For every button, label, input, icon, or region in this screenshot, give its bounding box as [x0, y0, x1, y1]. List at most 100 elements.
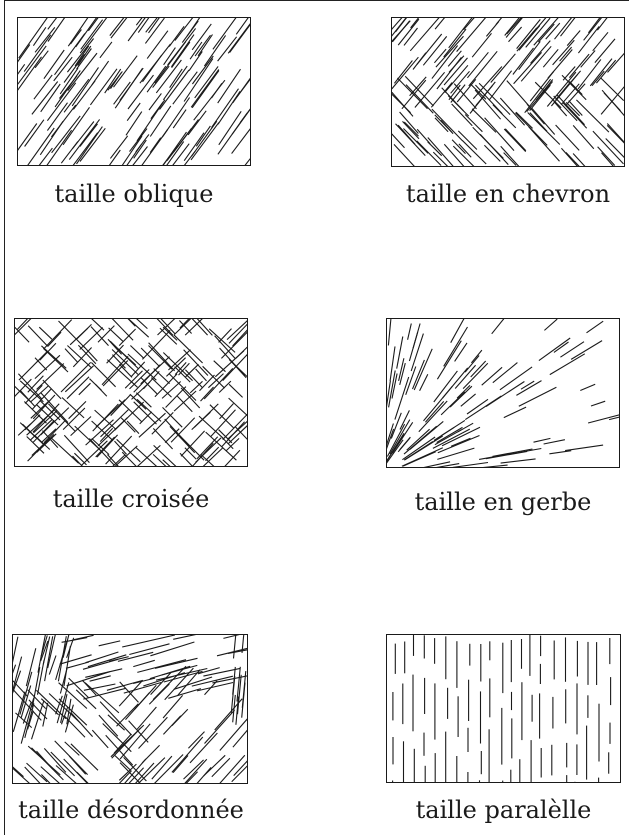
hatch-stroke: [181, 388, 200, 408]
hatch-stroke: [417, 129, 430, 144]
hatch-stroke: [529, 127, 560, 162]
hatch-stroke: [457, 423, 473, 432]
hatch-stroke: [588, 412, 620, 423]
hatch-stroke: [419, 401, 447, 432]
hatch-stroke: [486, 22, 498, 37]
parallele-border: [387, 635, 621, 783]
hatch-stroke: [581, 51, 595, 68]
desordonnee-border: [13, 635, 248, 784]
hatch-stroke: [172, 42, 190, 68]
hatch-stroke: [69, 119, 99, 159]
hatch-stroke: [444, 29, 466, 57]
hatch-stroke: [437, 448, 474, 459]
hatch-stroke: [425, 401, 443, 422]
hatch-stroke: [109, 328, 123, 341]
hatch-stroke: [43, 380, 61, 399]
hatch-stroke: [227, 318, 248, 339]
hatch-stroke: [555, 17, 584, 39]
hatch-stroke: [403, 452, 436, 466]
hatch-stroke: [580, 384, 595, 390]
hatch-stroke: [88, 17, 107, 31]
hatch-stroke: [134, 402, 157, 424]
hatch-stroke: [203, 366, 225, 388]
hatch-stroke: [44, 50, 64, 79]
hatch-stroke: [43, 130, 72, 166]
hatch-stroke: [413, 324, 420, 349]
hatch-stroke: [150, 106, 171, 137]
hatch-stroke: [137, 399, 161, 421]
hatch-stroke: [150, 642, 194, 656]
hatch-stroke: [229, 398, 248, 422]
hatch-stroke: [124, 759, 146, 784]
hatch-stroke: [80, 128, 105, 161]
hatch-stroke: [516, 381, 541, 396]
hatch-stroke: [120, 68, 143, 100]
hatch-stroke: [211, 410, 236, 437]
hatch-stroke: [164, 142, 184, 167]
hatch-stroke: [111, 17, 131, 38]
hatch-stroke: [194, 404, 218, 427]
hatch-stroke: [119, 329, 135, 346]
hatch-stroke: [39, 327, 52, 339]
frame-left-border: [4, 0, 5, 835]
hatch-stroke: [192, 71, 219, 108]
hatch-stroke: [417, 141, 441, 166]
hatch-stroke: [14, 318, 32, 345]
hatch-stroke: [137, 707, 156, 729]
hatch-stroke: [554, 342, 569, 352]
hatch-stroke: [398, 125, 415, 144]
hatch-stroke: [505, 129, 526, 151]
hatch-stroke: [31, 401, 50, 419]
hatch-stroke: [473, 67, 502, 99]
hatch-stroke: [233, 727, 248, 747]
hatch-stroke: [461, 394, 476, 406]
hatch-stroke: [190, 733, 217, 763]
hatch-stroke: [213, 17, 242, 49]
hatch-stroke: [394, 144, 425, 167]
hatch-stroke: [77, 324, 92, 339]
hatch-stroke: [550, 354, 585, 375]
hatch-stroke: [218, 37, 237, 61]
hatch-panel-chevron: [391, 17, 625, 167]
hatch-stroke: [242, 683, 245, 718]
hatch-stroke: [214, 361, 226, 372]
hatch-stroke: [34, 75, 52, 99]
hatch-stroke: [149, 684, 169, 704]
hatch-stroke: [423, 36, 446, 65]
hatch-stroke: [75, 426, 101, 450]
hatch-stroke: [201, 387, 214, 401]
hatch-stroke: [151, 378, 171, 398]
hatch-stroke: [121, 418, 135, 433]
hatch-panel-oblique: [17, 17, 251, 166]
hatch-stroke: [472, 33, 491, 57]
hatch-stroke: [64, 435, 89, 462]
desordonnee-strokes: [12, 634, 248, 784]
chevron-strokes: [391, 17, 625, 167]
hatch-stroke: [160, 70, 190, 110]
hatch-stroke: [127, 103, 140, 121]
hatch-stroke: [578, 26, 599, 53]
hatch-stroke: [64, 759, 93, 784]
hatch-stroke: [493, 449, 533, 456]
hatch-stroke: [128, 17, 156, 41]
hatch-stroke: [219, 111, 241, 145]
hatch-stroke: [222, 422, 245, 447]
hatch-stroke: [100, 42, 112, 58]
caption-gerbe: taille en gerbe: [386, 488, 620, 516]
hatch-stroke: [441, 120, 453, 134]
hatch-stroke: [63, 408, 85, 430]
hatch-stroke: [459, 144, 471, 157]
hatch-stroke: [173, 756, 188, 773]
hatch-stroke: [435, 118, 448, 132]
caption-parallele: taille paralèlle: [386, 796, 621, 824]
hatch-stroke: [504, 407, 526, 418]
hatch-stroke: [504, 129, 526, 152]
hatch-stroke: [127, 421, 139, 434]
hatch-stroke: [394, 61, 412, 84]
hatch-stroke: [404, 28, 418, 45]
hatch-stroke: [65, 349, 77, 362]
hatch-stroke: [74, 453, 86, 465]
hatch-stroke: [190, 381, 202, 393]
parallele-strokes: [393, 635, 611, 784]
hatch-panel-gerbe: [386, 318, 620, 468]
